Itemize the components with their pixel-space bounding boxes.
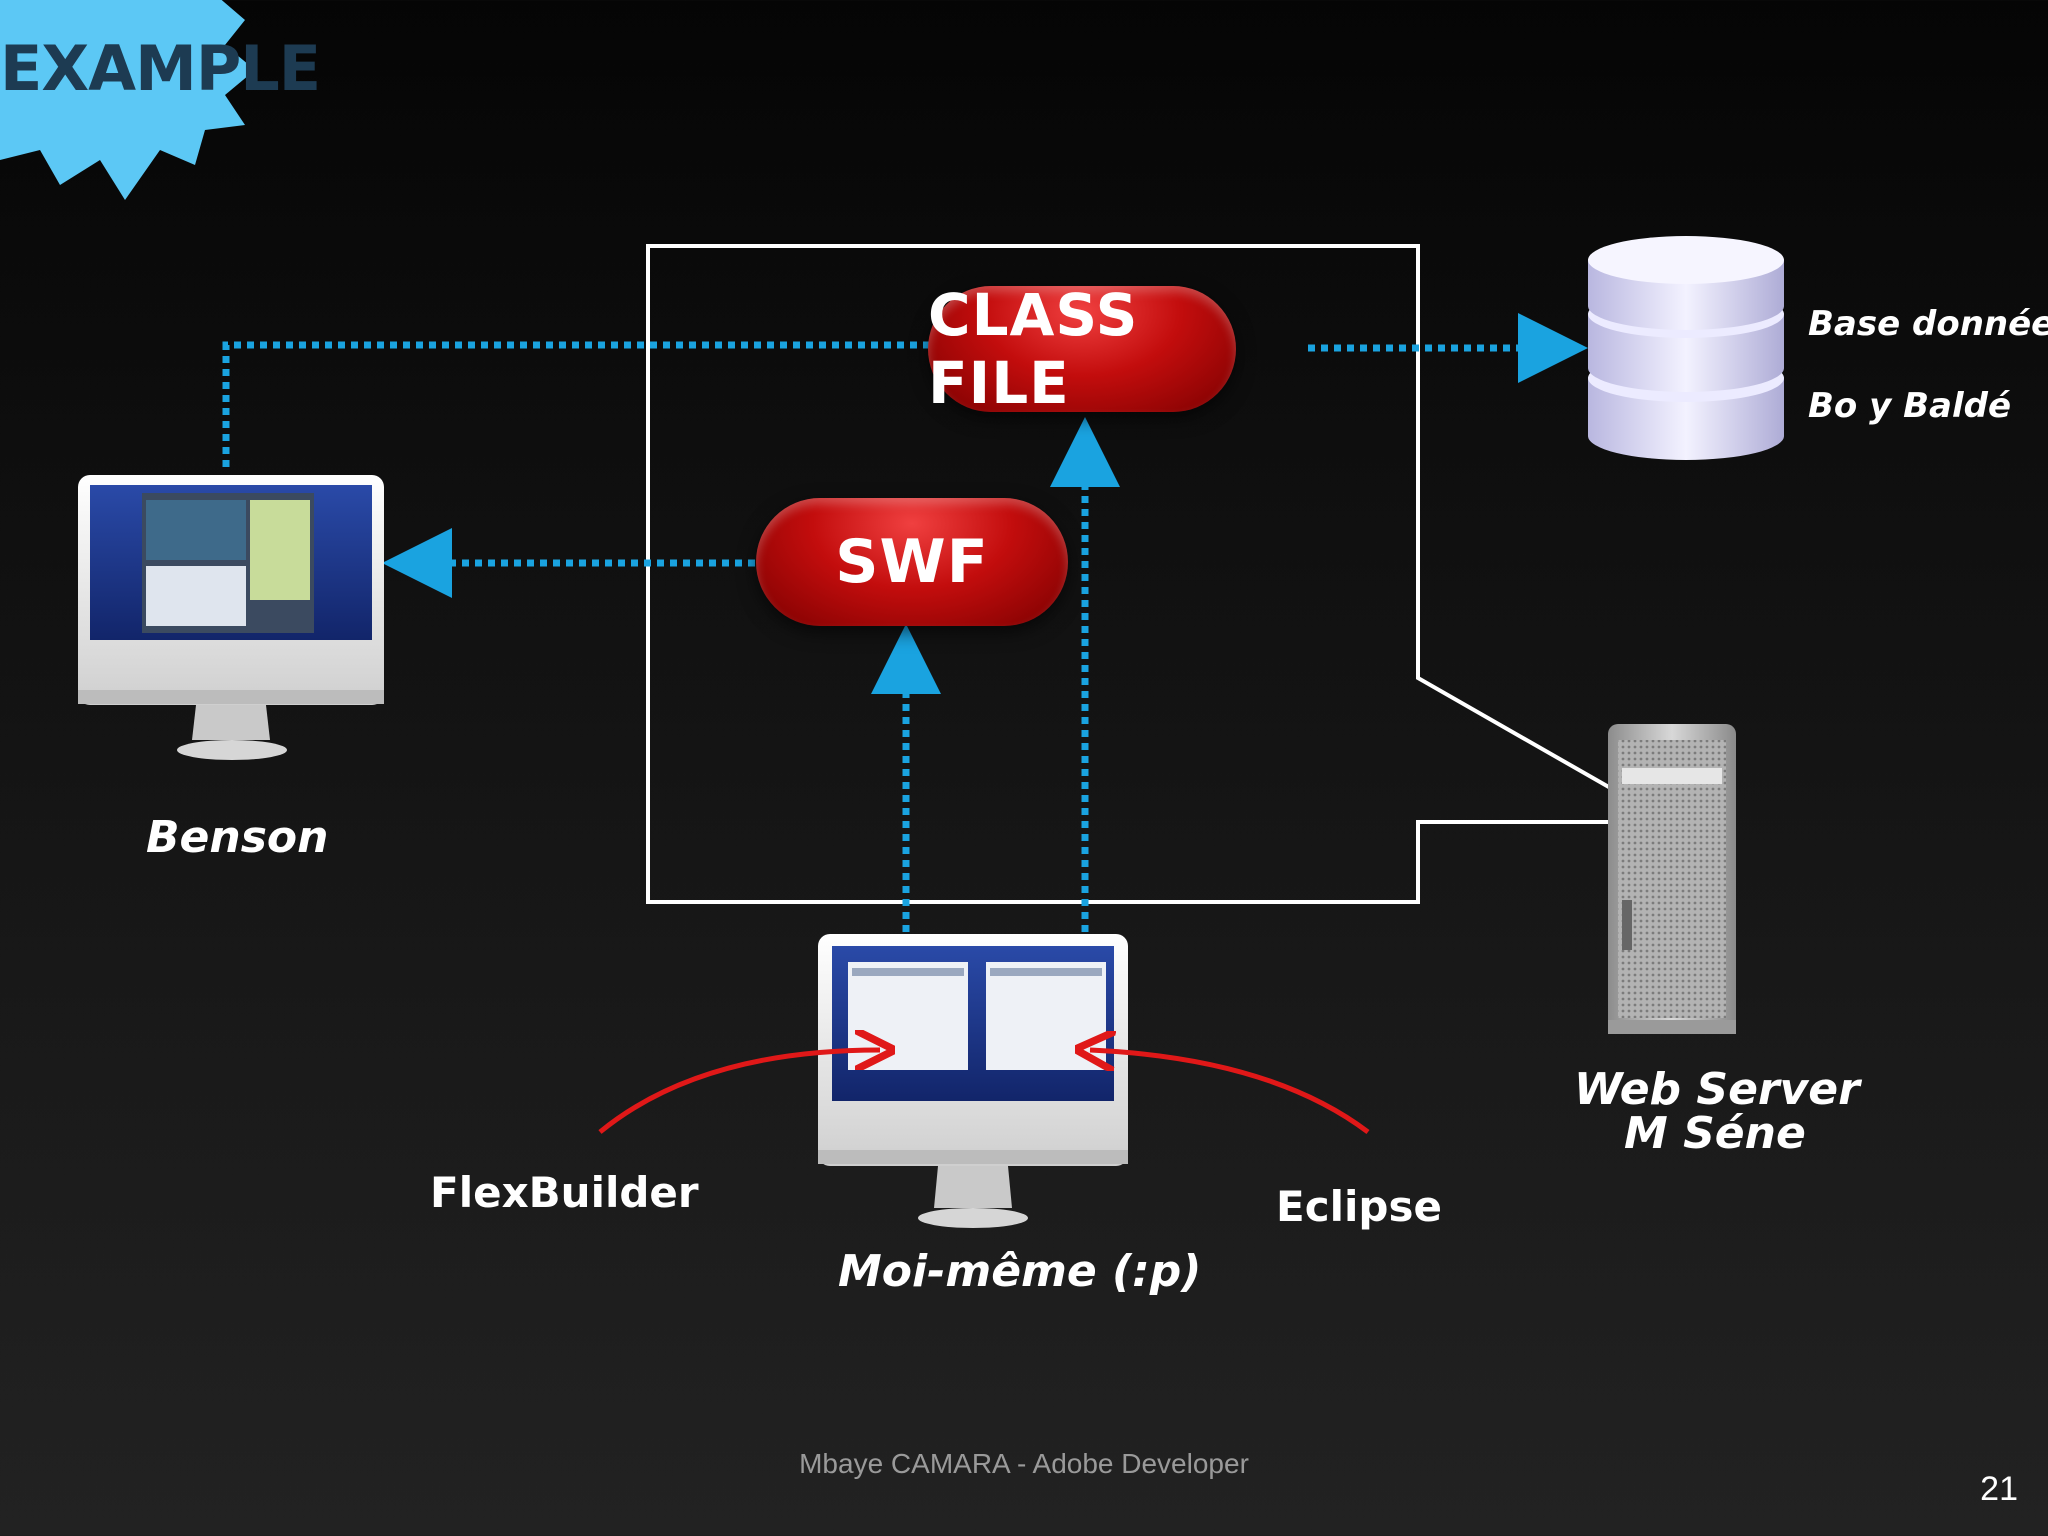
web-server-icon xyxy=(1608,724,1736,1034)
example-badge-label: EXAMPLE xyxy=(0,32,321,105)
web-server-label: Web Server xyxy=(1574,1064,1860,1115)
page-number: 21 xyxy=(1980,1470,2018,1508)
arrow-eclipse xyxy=(1090,1050,1370,1134)
flow-arrows xyxy=(222,313,1588,945)
developer-label: Moi-même (:p) xyxy=(838,1246,1202,1297)
database-owner-label: Bo y Baldé xyxy=(1808,386,2012,426)
benson-computer-icon xyxy=(78,475,384,760)
footer-credit: Mbaye CAMARA - Adobe Developer xyxy=(799,1448,1249,1479)
arrow-flexbuilder xyxy=(598,1050,880,1134)
starburst-shape xyxy=(0,0,255,200)
example-badge xyxy=(0,0,255,200)
web-server-boundary xyxy=(646,244,1678,904)
tool-arrows xyxy=(598,1050,1370,1134)
flexbuilder-label: FlexBuilder xyxy=(430,1168,699,1217)
web-server-owner-label: M Séne xyxy=(1624,1108,1806,1159)
class-file-node: CLASS FILE xyxy=(928,281,1236,417)
benson-label: Benson xyxy=(146,812,329,863)
developer-computer-icon xyxy=(818,934,1128,1228)
arrow-classfile-to-benson xyxy=(222,341,930,470)
database-icon xyxy=(1588,236,1784,460)
eclipse-label: Eclipse xyxy=(1276,1182,1442,1231)
swf-node: SWF xyxy=(756,498,1068,626)
database-label: Base donnée xyxy=(1808,304,2048,344)
